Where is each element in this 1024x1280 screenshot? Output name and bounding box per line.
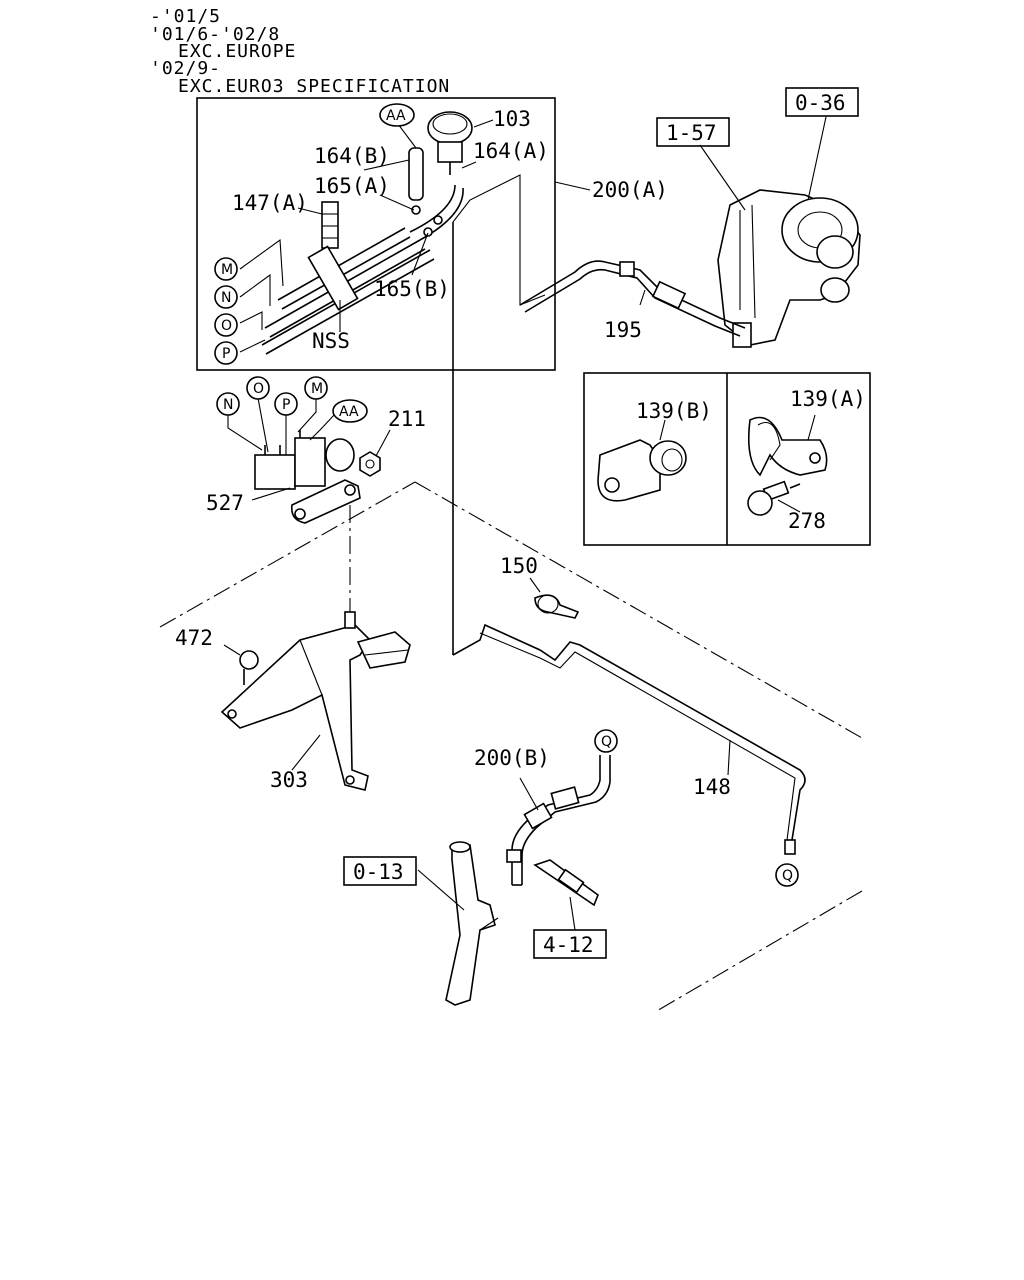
label-164a: 164(A) xyxy=(473,139,549,163)
applicability-header: -'01/5 '01/6-'02/8 EXC.EUROPE '02/9- EXC… xyxy=(150,6,450,97)
marker-aa-valve xyxy=(332,399,368,423)
marker-aa-valve-text: AA xyxy=(339,404,359,420)
label-165b: 165(B) xyxy=(374,277,450,301)
marker-o-box xyxy=(214,313,238,337)
marker-m-box-text: M xyxy=(221,262,233,278)
ref-box-0-36: 0-36 xyxy=(785,87,859,117)
bracket-303: 472 303 xyxy=(175,611,411,792)
header-line-3: EXC.EUROPE xyxy=(178,41,296,62)
label-527: 527 xyxy=(206,491,244,515)
marker-n-box-text: N xyxy=(221,290,231,306)
label-139a: 139(A) xyxy=(790,387,866,411)
marker-o-valve xyxy=(246,376,270,400)
ref-4-12: 4-12 xyxy=(543,933,594,957)
label-278: 278 xyxy=(788,509,826,533)
label-148: 148 xyxy=(693,775,731,799)
marker-q-bottom-text: Q xyxy=(782,868,793,884)
ref-box-0-13: 0-13 xyxy=(343,856,417,886)
label-195: 195 xyxy=(604,318,642,342)
detail-box-labels: 103 164(A) 164(B) 165(A) 147(A) 165(B) N… xyxy=(232,107,668,353)
label-200a: 200(A) xyxy=(592,178,668,202)
turbocharger-assembly xyxy=(519,116,861,348)
label-150: 150 xyxy=(500,554,538,578)
marker-p-box xyxy=(214,341,238,365)
ref-box-4-12: 4-12 xyxy=(533,929,607,959)
marker-n-box xyxy=(214,285,238,309)
marker-n-valve xyxy=(216,392,240,416)
hose-200b-assembly: 200(B) xyxy=(417,746,611,1006)
label-147a: 147(A) xyxy=(232,191,308,215)
marker-p-valve-text: P xyxy=(282,397,290,413)
marker-p-valve xyxy=(274,392,298,416)
header-line-1: -'01/5 xyxy=(150,6,221,27)
marker-o-box-text: O xyxy=(221,318,232,334)
marker-q-top xyxy=(594,729,618,753)
marker-o-valve-text: O xyxy=(253,381,264,397)
label-164b: 164(B) xyxy=(314,144,390,168)
connector-markers: AA M N O P N O P M AA Q Q xyxy=(214,103,799,887)
marker-n-valve-text: N xyxy=(223,397,233,413)
solenoid-valve-assembly: 211 527 xyxy=(206,397,426,524)
marker-aa-top-text: AA xyxy=(386,108,406,124)
ref-box-1-57: 1-57 xyxy=(656,117,730,147)
header-line-5: EXC.EURO3 SPECIFICATION xyxy=(178,76,450,97)
clip-detail-box: 139(B) 139(A) 278 xyxy=(583,372,871,546)
pipe-148: 150 148 xyxy=(452,554,806,855)
floor-outline xyxy=(159,481,863,1013)
marker-p-box-text: P xyxy=(222,346,230,362)
header-line-4: '02/9- xyxy=(150,58,221,79)
label-nss: NSS xyxy=(312,329,350,353)
ref-0-36: 0-36 xyxy=(795,91,846,115)
label-211: 211 xyxy=(388,407,426,431)
label-472: 472 xyxy=(175,626,213,650)
marker-q-bottom xyxy=(775,863,799,887)
ref-0-13: 0-13 xyxy=(353,860,404,884)
label-103: 103 xyxy=(493,107,531,131)
marker-aa-top xyxy=(379,103,415,127)
marker-m-valve xyxy=(304,376,328,400)
hose-detail-box xyxy=(196,97,591,371)
marker-q-top-text: Q xyxy=(601,734,612,750)
header-line-2: '01/6-'02/8 xyxy=(150,24,280,45)
ref-1-57: 1-57 xyxy=(666,121,717,145)
label-165a: 165(A) xyxy=(314,174,390,198)
marker-m-valve-text: M xyxy=(311,381,323,397)
label-303: 303 xyxy=(270,768,308,792)
label-139b: 139(B) xyxy=(636,399,712,423)
label-200b: 200(B) xyxy=(474,746,550,770)
marker-m-box xyxy=(214,257,238,281)
